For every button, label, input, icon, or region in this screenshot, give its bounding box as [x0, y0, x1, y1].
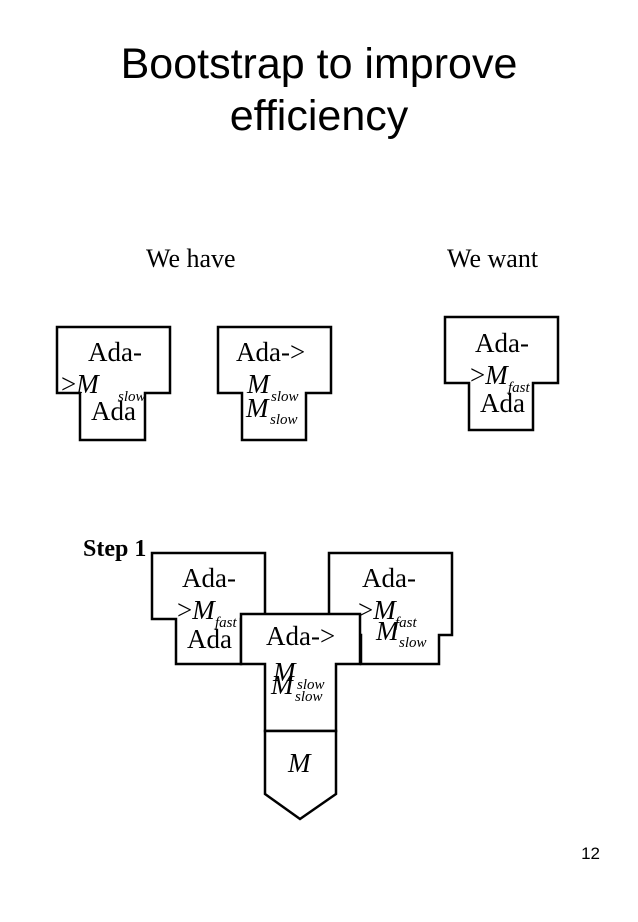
t-shape-outline: [55, 325, 172, 442]
t-target-symbol: M: [372, 595, 397, 625]
t-arrow: >: [61, 369, 76, 399]
t-impl-label: Ada: [187, 624, 232, 654]
t-target-prefix: >M: [177, 595, 216, 625]
t-impl-subscript: slow: [270, 412, 298, 428]
t-shape-outline: [443, 315, 560, 432]
slide-title: Bootstrap to improve efficiency: [0, 38, 638, 142]
we-have-label: We have: [146, 244, 236, 273]
t-target-symbol: M: [191, 595, 216, 625]
machine-pentagon: M: [263, 729, 338, 821]
we-want-label: We want: [447, 244, 539, 273]
page-number: 12: [581, 844, 600, 863]
t-target-prefix: >M: [61, 369, 100, 399]
t-target-symbol: M: [484, 360, 509, 390]
t-target-subscript: fast: [508, 380, 531, 396]
t-impl-label: Ada: [91, 396, 136, 426]
t-shape-outline: [216, 325, 333, 442]
t-diagram-compiler-fast: Ada- >M fast Ada: [443, 315, 560, 432]
machine-shape: [263, 729, 338, 821]
t-target-subscript: fast: [395, 615, 418, 631]
t-diagram-compiler-ada: Ada- >M slow Ada: [55, 325, 172, 442]
t-target-subscript: slow: [271, 389, 299, 405]
t-source-label: Ada-: [88, 337, 142, 367]
t-source-label: Ada-: [362, 563, 416, 593]
t-impl-subscript: slow: [295, 689, 323, 705]
t-target-symbol: M: [75, 369, 100, 399]
t-impl-symbol: M: [375, 616, 400, 646]
machine-label: M: [287, 748, 312, 778]
t-target-symbol: M: [246, 369, 271, 399]
t-target-subscript: slow: [118, 389, 146, 405]
t-source-label: Ada->: [236, 337, 305, 367]
t-impl-subscript: slow: [399, 635, 427, 651]
step1-t-source: Ada- >M fast Ada: [150, 551, 267, 666]
t-target-subscript: slow: [297, 677, 325, 693]
t-target-subscript: fast: [215, 615, 238, 631]
t-impl-label: Ada: [480, 388, 525, 418]
t-arrow: >: [470, 360, 485, 390]
t-target-symbol: M: [272, 657, 297, 687]
step1-t-compiler: Ada-> M slow M slow: [239, 612, 362, 733]
t-source-label: Ada-: [475, 328, 529, 358]
t-impl-symbol: M: [270, 670, 295, 700]
step-1-label: Step 1: [83, 536, 147, 562]
t-target-prefix: >M: [470, 360, 509, 390]
t-source-label: Ada-: [182, 563, 236, 593]
step1-t-result: Ada- >M fast M slow: [327, 551, 454, 666]
slide-title-line2: efficiency: [229, 92, 409, 140]
t-target-prefix: >M: [358, 595, 397, 625]
t-source-label: Ada->: [266, 621, 335, 651]
t-diagram-compiler-mslow: Ada-> M slow M slow: [216, 325, 333, 442]
slide-title-line1: Bootstrap to improve: [120, 40, 518, 88]
t-arrow: >: [177, 595, 192, 625]
t-impl-symbol: M: [245, 393, 270, 423]
t-arrow: >: [358, 595, 373, 625]
